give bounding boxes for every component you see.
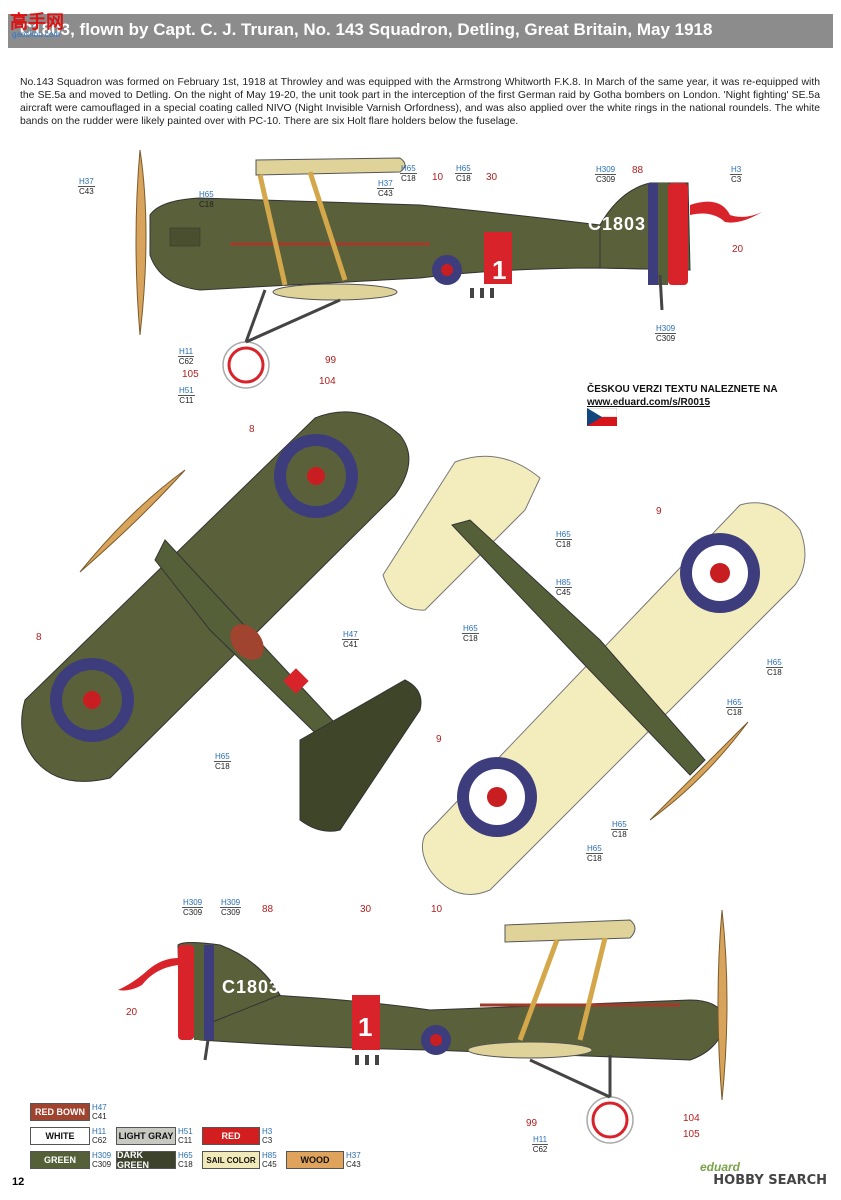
decal-104-bottom: 104 xyxy=(683,1113,700,1124)
decal-8-lower: 8 xyxy=(36,632,42,643)
decal-105-top: 105 xyxy=(182,369,199,380)
legend-chip-dark-green: DARK GREEN xyxy=(116,1150,176,1170)
hobby-search-logo: HOBBY SEARCH xyxy=(713,1173,827,1188)
czech-note: ČESKOU VERZI TEXTU NALEZNETE NA www.edua… xyxy=(587,383,778,409)
decal-9-upper: 9 xyxy=(656,506,662,517)
legend-chip-white: WHITE xyxy=(30,1127,90,1145)
watermark-url: gaoshou.com xyxy=(12,30,61,39)
decal-88-top: 88 xyxy=(632,165,644,176)
decal-99-top: 99 xyxy=(325,355,337,366)
eduard-logo: eduard xyxy=(700,1160,741,1174)
decal-99-bottom: 99 xyxy=(526,1118,538,1129)
decal-20-bottom: 20 xyxy=(126,1007,138,1018)
legend-chip-light-gray: LIGHT GRAY xyxy=(116,1127,176,1145)
decal-20-top: 20 xyxy=(732,244,744,255)
legend-chip-sail-color: SAIL COLOR xyxy=(202,1151,260,1169)
decal-88-bottom: 88 xyxy=(262,904,274,915)
watermark-logo: 高手网 xyxy=(10,12,64,33)
decal-10-top: 10 xyxy=(432,172,444,183)
decal-30-top: 30 xyxy=(486,172,498,183)
decal-10-bottom: 10 xyxy=(431,904,443,915)
fuselage-number-top: 1 xyxy=(492,255,507,285)
serial-bottom: C1803 xyxy=(222,977,281,997)
decal-105-bottom: 105 xyxy=(683,1129,700,1140)
czech-link[interactable]: www.eduard.com/s/R0015 xyxy=(587,397,711,408)
page-number: 12 xyxy=(12,1176,25,1188)
decal-9-lower: 9 xyxy=(436,734,442,745)
plan-view-top xyxy=(21,411,422,832)
czech-flag-icon xyxy=(587,408,617,426)
czech-line-1: ČESKOU VERZI TEXTU NALEZNETE NA xyxy=(587,384,778,395)
decal-104-top: 104 xyxy=(319,376,336,387)
title-bar xyxy=(8,14,833,48)
legend-chip-red: RED xyxy=(202,1127,260,1145)
underside-view xyxy=(382,455,806,895)
decal-30-bottom: 30 xyxy=(360,904,372,915)
side-profile-right xyxy=(118,909,728,1144)
fuselage-number-bottom: 1 xyxy=(358,1012,373,1042)
side-profile-left xyxy=(135,149,762,389)
legend-chip-red-bown: RED BOWN xyxy=(30,1103,90,1121)
legend-chip-green: GREEN xyxy=(30,1151,90,1169)
page-title: C1803, flown by Capt. C. J. Truran, No. … xyxy=(20,20,713,39)
decal-8-upper: 8 xyxy=(249,424,255,435)
legend-chip-wood: WOOD xyxy=(286,1151,344,1169)
intro-text: No.143 Squadron was formed on February 1… xyxy=(20,77,820,127)
serial-top: C1803 xyxy=(588,214,647,234)
